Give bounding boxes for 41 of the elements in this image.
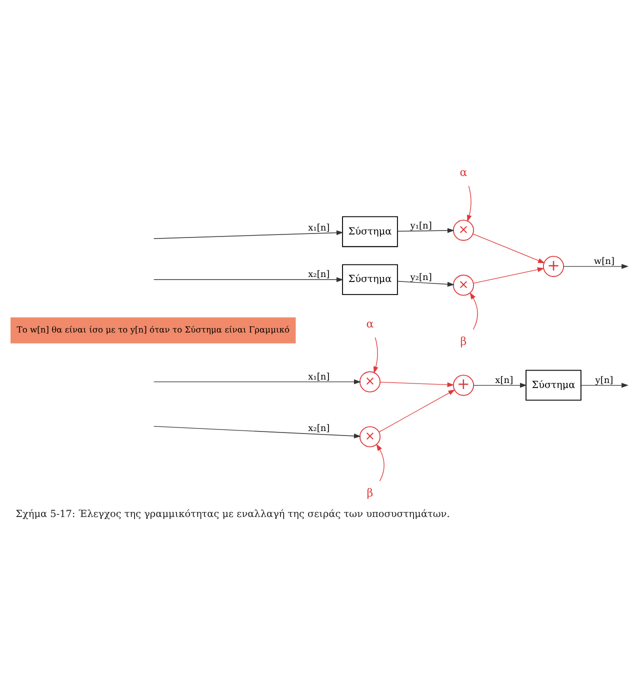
arrow [580,382,628,388]
node-circle: × [359,426,381,447]
node-circle: × [452,274,474,296]
edge-label: x₁[n] [308,372,330,382]
node-text: β [460,334,467,348]
arrow [397,228,454,232]
edge-label: x₂[n] [308,423,330,434]
node-circle: + [452,374,474,396]
arrow [397,280,454,286]
arrow [470,292,478,330]
node-text: β [366,486,374,499]
node-text: α [366,316,374,330]
arrow [154,378,361,384]
edge-label: w[n] [594,256,615,266]
edge-label: y[n] [595,375,614,386]
arrow [563,264,629,268]
arrow [374,336,378,373]
edge-label: y₁[n] [410,220,432,231]
arrow [154,230,344,238]
node-text: α [460,165,468,178]
arrow [472,233,545,263]
node-box: Σύστημα [342,216,398,247]
edge-label: x[n] [495,375,514,386]
arrow [376,443,384,481]
arrow [473,266,544,284]
node-circle: + [542,255,564,276]
arrow [154,276,344,282]
arrow [467,185,472,222]
node-box: Σύστημα [526,369,582,400]
edge-label: x₁[n] [308,223,330,234]
node-box: Το w[n] θα είναι ίσο με το y[n] όταν το Σύστημα είναι Γραμμικό [10,316,296,343]
edge-label: y₂[n] [410,272,432,282]
caption: Σχήμα 5-17: Έλεγχος της γραμμικότητας με εναλλαγή της σειράς των υποσυστημάτων. [16,508,450,520]
edge-label: x₂[n] [308,270,330,280]
arrow [473,382,527,388]
arrow [380,381,454,387]
node-circle: × [359,370,381,392]
node-circle: × [452,219,474,240]
arrow [154,425,361,438]
node-box: Σύστημα [342,264,398,295]
arrow [378,389,456,432]
